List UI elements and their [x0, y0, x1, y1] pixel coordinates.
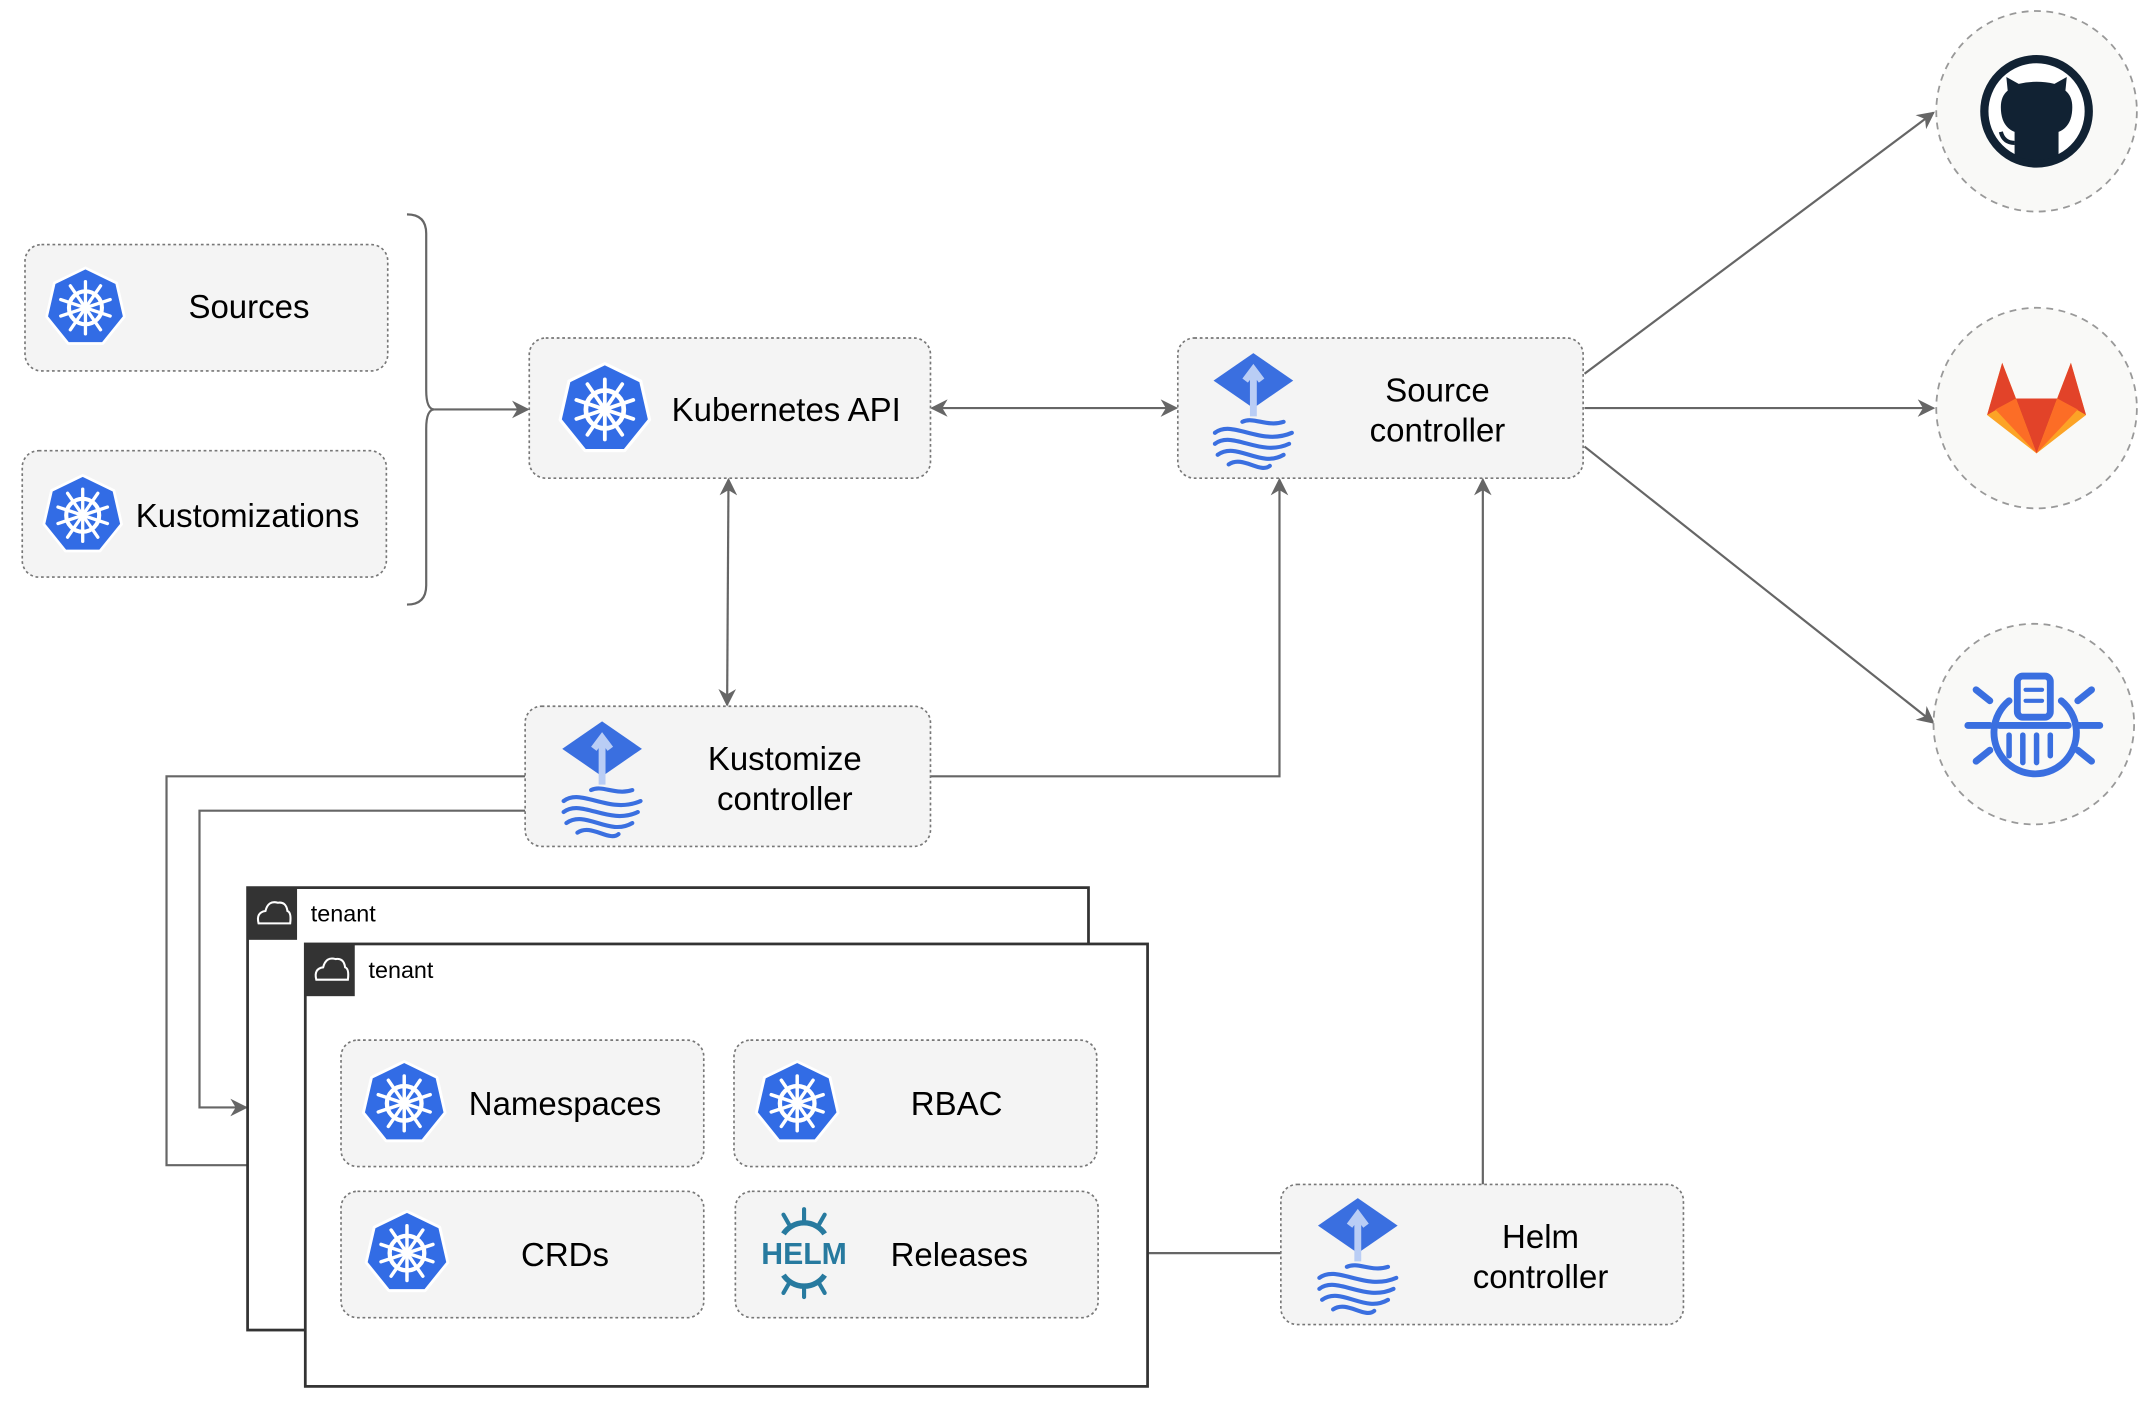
releases-label: Releases [891, 1236, 1028, 1273]
kustomizations-node[interactable]: Kustomizations [21, 449, 388, 578]
edge-kustomize-to-tenant-front [165, 775, 526, 1174]
tenant-label: tenant [311, 901, 376, 927]
edge-api-kustomize-controller [718, 477, 738, 707]
kubernetes-api-node[interactable]: Kubernetes API [528, 337, 932, 479]
rbac-node[interactable]: RBAC [733, 1039, 1098, 1168]
helm-repository-icon [1964, 672, 2104, 778]
tenant-header-badge [247, 887, 298, 940]
edge-kustomize-to-tenant-back [198, 809, 526, 1117]
source-controller-label-line1: Source [1385, 372, 1489, 409]
cloud-icon [256, 901, 292, 925]
edge-kustomize-to-source [930, 477, 1289, 778]
helm-controller-label-line2: controller [1473, 1258, 1609, 1295]
gitlab-node[interactable] [1935, 306, 2138, 510]
kubernetes-api-label: Kubernetes API [672, 391, 901, 428]
cloud-icon [314, 957, 350, 981]
helm-controller-label-line1: Helm [1502, 1218, 1579, 1255]
releases-node[interactable]: HELM Releases [734, 1190, 1099, 1319]
rbac-label: RBAC [911, 1085, 1003, 1122]
helm-repository-node[interactable] [1932, 622, 2136, 826]
helm-icon: HELM [761, 1207, 847, 1300]
kustomize-controller-label-line2: controller [717, 780, 853, 817]
github-icon [1980, 54, 2093, 168]
helm-logo-text: HELM [761, 1238, 847, 1271]
namespaces-label: Namespaces [469, 1085, 661, 1122]
kustomize-controller-label-line1: Kustomize [708, 740, 862, 777]
github-node[interactable] [1935, 10, 2138, 213]
namespaces-node[interactable]: Namespaces [340, 1039, 705, 1168]
sources-node[interactable]: Sources [24, 243, 389, 372]
grouping-brace [406, 213, 435, 606]
helm-controller-node[interactable]: Helm controller [1280, 1183, 1685, 1326]
crds-node[interactable]: CRDs [340, 1190, 705, 1319]
crds-label: CRDs [521, 1236, 609, 1273]
source-controller-label-line2: controller [1370, 412, 1506, 449]
sources-label: Sources [188, 288, 309, 325]
kustomize-controller-node[interactable]: Kustomize controller [165, 705, 932, 1174]
tenant-header-badge [305, 943, 355, 997]
kustomizations-label: Kustomizations [136, 497, 360, 534]
gitlab-icon [1987, 362, 2087, 454]
source-controller-node[interactable]: Source controller [1176, 337, 1584, 479]
edge-source-to-github [1583, 111, 1935, 375]
tenant-label: tenant [369, 957, 434, 983]
edge-source-to-helmrepo [1583, 445, 1935, 724]
